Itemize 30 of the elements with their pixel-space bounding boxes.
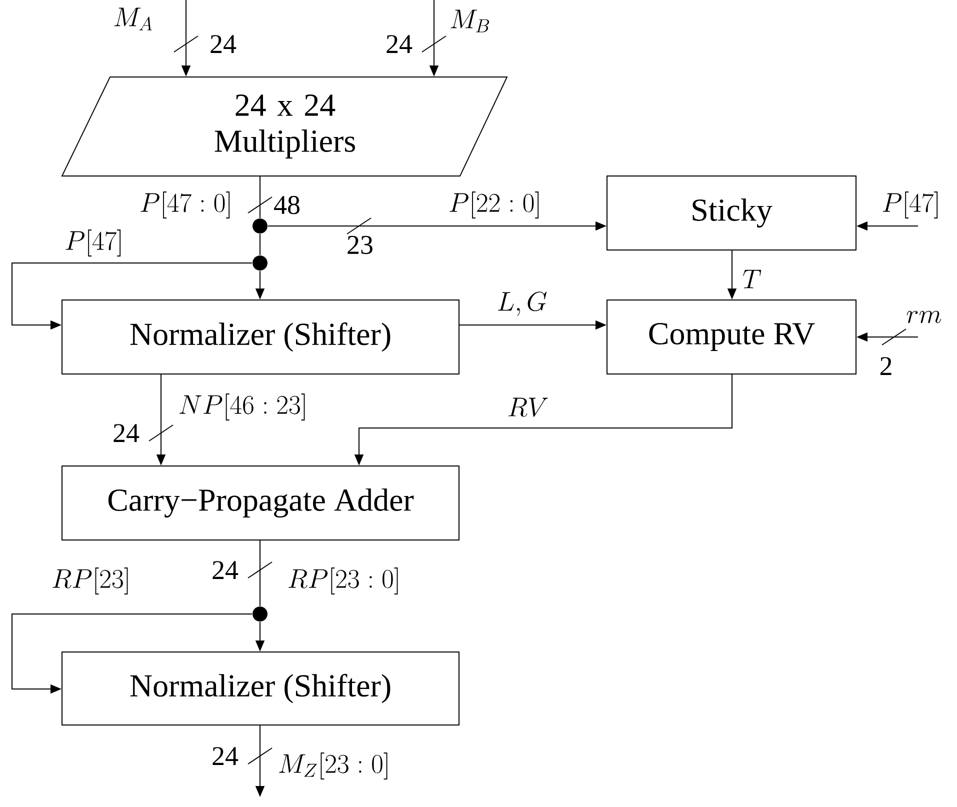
signal-label: $RV$ <box>508 398 548 417</box>
signal-label: $L,G$ <box>498 292 547 316</box>
process-box: Compute RV <box>606 300 856 374</box>
signal-label: $P[47:0]$ <box>140 192 230 218</box>
bus-width-label: 24 <box>210 35 236 53</box>
bus-width-label: 24 <box>212 747 238 765</box>
process-box: Normalizer (Shifter) <box>62 300 460 374</box>
signal-label: $NP[46:23]$ <box>180 394 305 420</box>
signal-label: $M_Z[23:0]$ <box>279 752 388 780</box>
junction-dot <box>252 218 268 234</box>
signal-label: $P[22:0]$ <box>450 192 539 218</box>
bus-width-label: 23 <box>348 236 372 254</box>
bus-width-label: 48 <box>274 196 300 214</box>
signal-label: $rm$ <box>906 310 942 324</box>
signal-label: $T$ <box>743 270 762 288</box>
process-box: Carry−Propagate Adder <box>62 466 460 540</box>
signal-label: $RP[23:0]$ <box>288 568 398 594</box>
signal-label: $P[47]$ <box>66 230 121 256</box>
bus-width-label: 24 <box>114 424 140 442</box>
junction-dot <box>252 256 268 270</box>
bus-width-label: 24 <box>212 561 238 579</box>
bus-width-label: 2 <box>880 357 892 375</box>
bus-width-label: 24 <box>386 35 412 53</box>
process-box: Normalizer (Shifter) <box>62 652 460 726</box>
signal-label: $RP[23]$ <box>52 568 128 594</box>
signal-label: $M_A$ <box>114 8 152 30</box>
process-box: Sticky <box>606 176 856 250</box>
signal-label: $M_B$ <box>450 10 490 32</box>
signal-label: $P[47]$ <box>882 192 938 218</box>
junction-dot <box>252 606 268 622</box>
